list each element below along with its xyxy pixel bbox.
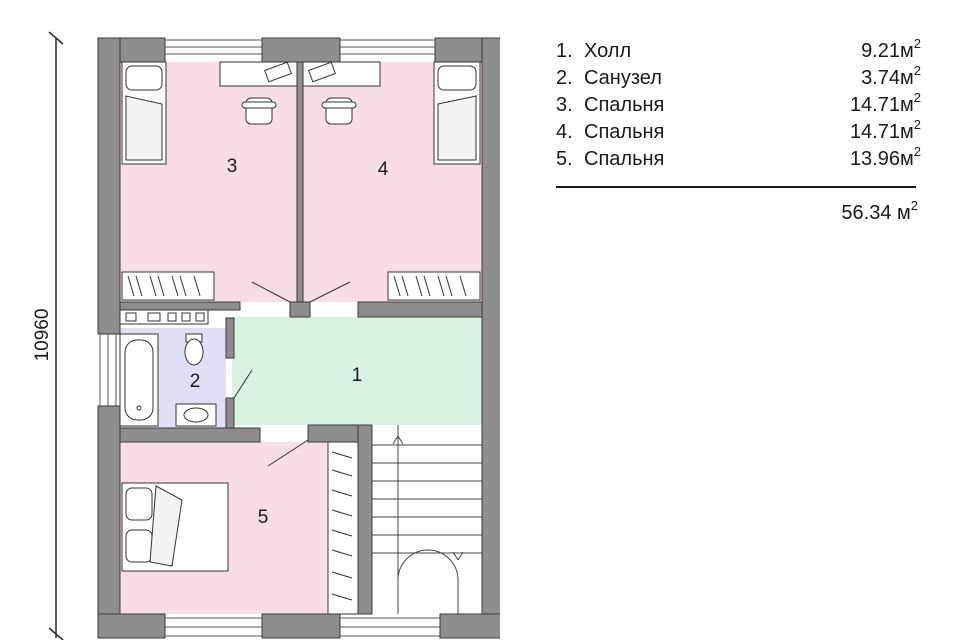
unit-exponent: 2 — [913, 90, 921, 105]
legend-room-name: Холл — [584, 40, 632, 62]
wardrobe-bedroom-4 — [387, 271, 481, 301]
desk-bedroom-3 — [219, 61, 298, 125]
total-area-exponent: 2 — [910, 198, 918, 213]
bed-bedroom-4 — [433, 61, 481, 165]
legend-row-bathroom: 2. Санузел 3.74 м2 — [556, 63, 921, 93]
windows — [99, 39, 441, 637]
plan-label-bedroom-3: 3 — [227, 156, 238, 177]
wardrobe-bedroom-5 — [327, 441, 359, 615]
dimension-label: 10960 — [32, 309, 53, 362]
floor-plan: 10960 — [32, 31, 500, 640]
bed-bedroom-5 — [121, 482, 229, 572]
unit-text: м — [900, 67, 914, 89]
unit-exponent: 2 — [913, 63, 921, 78]
legend-number: 4. — [556, 121, 573, 143]
total-area-unit: м — [897, 202, 911, 224]
unit-text: м — [900, 121, 914, 143]
legend-number: 3. — [556, 94, 573, 116]
unit-exponent: 2 — [913, 117, 921, 132]
legend-unit: м2 — [900, 117, 921, 147]
legend-number: 5. — [556, 148, 573, 170]
walls — [97, 37, 500, 639]
wardrobe-bedroom-3 — [121, 271, 215, 301]
legend-unit: м2 — [900, 90, 921, 120]
total-area-value: 56.34 — [841, 202, 892, 224]
unit-exponent: 2 — [913, 144, 921, 159]
legend-row-bedroom-3: 3. Спальня 14.71 м2 — [556, 90, 921, 120]
legend-room-name: Спальня — [584, 94, 665, 116]
hall-floor — [232, 317, 482, 425]
dimension-line — [48, 31, 64, 640]
desk-bedroom-4 — [302, 61, 381, 125]
legend-unit: м2 — [900, 36, 921, 66]
unit-text: м — [900, 148, 914, 170]
plan-label-bathroom: 2 — [190, 371, 201, 392]
plan-label-hall: 1 — [352, 365, 363, 386]
plan-label-bedroom-5: 5 — [258, 507, 269, 528]
legend-room-area: 3.74 — [861, 67, 900, 89]
door-swings — [233, 281, 351, 467]
unit-exponent: 2 — [913, 36, 921, 51]
legend-unit: м2 — [900, 144, 921, 174]
legend-room-name: Спальня — [584, 148, 665, 170]
legend-row-bedroom-4: 4. Спальня 14.71 м2 — [556, 117, 921, 147]
legend-total-area: 56.34 м2 — [841, 198, 918, 228]
unit-text: м — [900, 94, 914, 116]
legend-row-hall: 1. Холл 9.21 м2 — [556, 36, 921, 66]
plan-label-bedroom-4: 4 — [378, 159, 389, 180]
legend-room-area: 14.71 — [849, 121, 900, 143]
legend-room-name: Спальня — [584, 121, 665, 143]
room-area-legend: 1. Холл 9.21 м2 2. Санузел 3.74 м2 3. Сп… — [556, 36, 921, 224]
legend-row-bedroom-5: 5. Спальня 13.96 м2 — [556, 144, 921, 174]
legend-unit: м2 — [900, 63, 921, 93]
legend-room-area: 13.96 — [849, 148, 900, 170]
bed-bedroom-3 — [121, 61, 167, 165]
staircase — [372, 425, 482, 614]
staircase-floor — [372, 425, 482, 614]
unit-text: м — [900, 40, 914, 62]
legend-number: 2. — [556, 67, 573, 89]
legend-divider — [556, 186, 916, 188]
bathroom-fixtures — [119, 309, 217, 427]
legend-room-name: Санузел — [584, 67, 662, 89]
legend-number: 1. — [556, 40, 573, 62]
legend-room-area: 9.21 — [861, 40, 900, 62]
legend-room-area: 14.71 — [849, 94, 900, 116]
